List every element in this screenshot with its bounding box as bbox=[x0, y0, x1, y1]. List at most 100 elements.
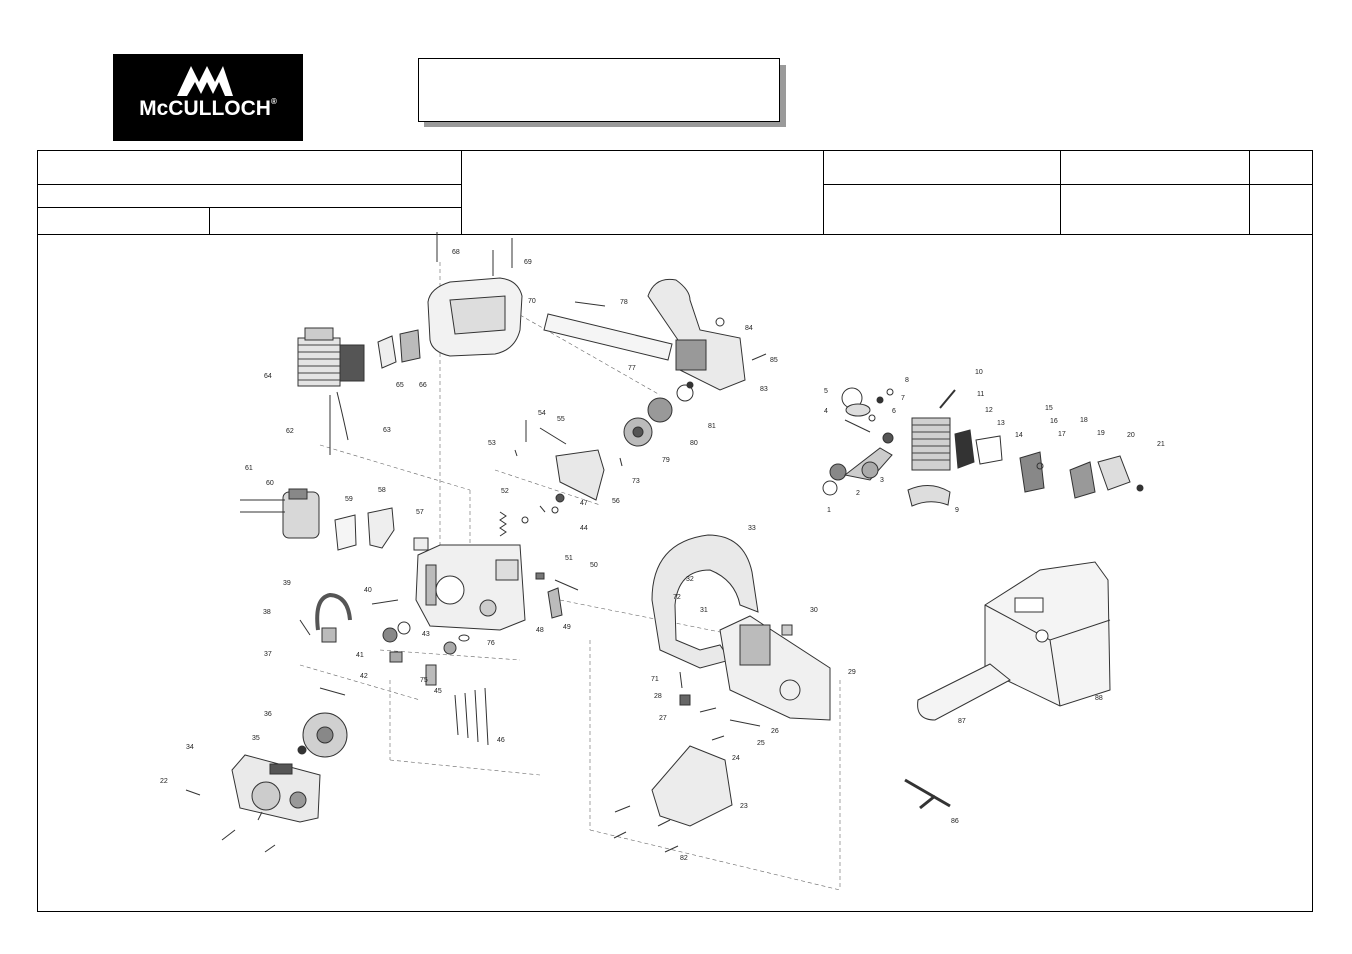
callout-54: 54 bbox=[538, 410, 546, 417]
callout-31: 31 bbox=[700, 607, 708, 614]
callout-63: 63 bbox=[383, 427, 391, 434]
spring-52 bbox=[499, 505, 546, 537]
chain-oiler-parts bbox=[535, 572, 579, 619]
callout-20: 20 bbox=[1127, 432, 1135, 439]
callout-70: 70 bbox=[528, 298, 536, 305]
engine-internals bbox=[822, 387, 1144, 507]
callout-72: 72 bbox=[673, 594, 681, 601]
callout-43: 43 bbox=[422, 631, 430, 638]
callout-44: 44 bbox=[580, 525, 588, 532]
drawing-frame bbox=[37, 150, 1313, 912]
callout-85: 85 bbox=[770, 357, 778, 364]
callout-68: 68 bbox=[452, 249, 460, 256]
callout-45: 45 bbox=[434, 688, 442, 695]
callout-22: 22 bbox=[160, 778, 168, 785]
header-divider bbox=[37, 234, 1313, 235]
flywheel bbox=[297, 712, 348, 758]
callout-2: 2 bbox=[856, 490, 860, 497]
callout-38: 38 bbox=[263, 609, 271, 616]
callout-53: 53 bbox=[488, 440, 496, 447]
callout-30: 30 bbox=[810, 607, 818, 614]
callout-47: 47 bbox=[580, 500, 588, 507]
callout-75: 75 bbox=[420, 677, 428, 684]
callout-21: 21 bbox=[1157, 441, 1165, 448]
callout-9: 9 bbox=[955, 507, 959, 514]
callout-19: 19 bbox=[1097, 430, 1105, 437]
callout-29: 29 bbox=[848, 669, 856, 676]
callout-17: 17 bbox=[1058, 431, 1066, 438]
callout-69: 69 bbox=[524, 259, 532, 266]
crankcase-body bbox=[415, 544, 526, 631]
callout-6: 6 bbox=[892, 408, 896, 415]
callout-labels: 1 2 3 4 5 6 7 8 9 10 11 12 13 14 15 16 1… bbox=[160, 249, 1165, 862]
mcculloch-logo: McCULLOCH® bbox=[113, 54, 303, 141]
oil-pump-parts bbox=[382, 621, 489, 746]
callout-86: 86 bbox=[951, 818, 959, 825]
callout-58: 58 bbox=[378, 487, 386, 494]
callout-37: 37 bbox=[264, 651, 272, 658]
callout-61: 61 bbox=[245, 465, 253, 472]
callout-57: 57 bbox=[416, 509, 424, 516]
callout-27: 27 bbox=[659, 715, 667, 722]
callout-59: 59 bbox=[345, 496, 353, 503]
combination-wrench bbox=[904, 778, 951, 810]
callout-81: 81 bbox=[708, 423, 716, 430]
callout-25: 25 bbox=[757, 740, 765, 747]
callout-3: 3 bbox=[880, 477, 884, 484]
callout-15: 15 bbox=[1045, 405, 1053, 412]
air-filter-cover-assembly bbox=[377, 232, 523, 369]
callout-18: 18 bbox=[1080, 417, 1088, 424]
cylinder-assembly bbox=[297, 327, 365, 455]
callout-8: 8 bbox=[905, 377, 909, 384]
callout-39: 39 bbox=[283, 580, 291, 587]
callout-11: 11 bbox=[977, 391, 984, 398]
callout-79: 79 bbox=[662, 457, 670, 464]
callout-83: 83 bbox=[760, 386, 768, 393]
callout-23: 23 bbox=[740, 803, 748, 810]
callout-12: 12 bbox=[985, 407, 993, 414]
callout-60: 60 bbox=[266, 480, 274, 487]
callout-51: 51 bbox=[565, 555, 573, 562]
callout-78: 78 bbox=[620, 299, 628, 306]
callout-4: 4 bbox=[824, 408, 828, 415]
callout-32: 32 bbox=[686, 576, 694, 583]
callout-49: 49 bbox=[563, 624, 571, 631]
clutch-assembly bbox=[623, 381, 694, 447]
callout-35: 35 bbox=[252, 735, 260, 742]
rear-handle bbox=[651, 534, 831, 741]
callout-36: 36 bbox=[264, 711, 272, 718]
callout-41: 41 bbox=[356, 652, 364, 659]
callout-46: 46 bbox=[497, 737, 505, 744]
callout-1: 1 bbox=[827, 507, 831, 514]
callout-77: 77 bbox=[628, 365, 636, 372]
callout-5: 5 bbox=[824, 388, 828, 395]
callout-40: 40 bbox=[364, 587, 372, 594]
chain-tensioner-parts bbox=[514, 420, 623, 514]
callout-66: 66 bbox=[419, 382, 427, 389]
logo-text: McCULLOCH® bbox=[139, 97, 277, 120]
bottom-cover bbox=[613, 745, 733, 853]
title-box bbox=[418, 58, 780, 122]
callout-28: 28 bbox=[654, 693, 662, 700]
callout-56: 56 bbox=[612, 498, 620, 505]
carrying-case bbox=[917, 561, 1111, 721]
callout-52: 52 bbox=[501, 488, 509, 495]
callout-62: 62 bbox=[286, 428, 294, 435]
callout-7: 7 bbox=[901, 395, 905, 402]
callout-48: 48 bbox=[536, 627, 544, 634]
callout-73: 73 bbox=[632, 478, 640, 485]
callout-24: 24 bbox=[732, 755, 740, 762]
callout-55: 55 bbox=[557, 416, 565, 423]
callout-13: 13 bbox=[997, 420, 1005, 427]
callout-34: 34 bbox=[186, 744, 194, 751]
callout-16: 16 bbox=[1050, 418, 1058, 425]
callout-10: 10 bbox=[975, 369, 983, 376]
muffler-assembly bbox=[240, 488, 429, 551]
callout-14: 14 bbox=[1015, 432, 1023, 439]
callout-76: 76 bbox=[487, 640, 495, 647]
logo-mark-icon bbox=[177, 66, 233, 96]
callout-87: 87 bbox=[958, 718, 966, 725]
front-handle-brake bbox=[647, 278, 767, 391]
callout-42: 42 bbox=[360, 673, 368, 680]
